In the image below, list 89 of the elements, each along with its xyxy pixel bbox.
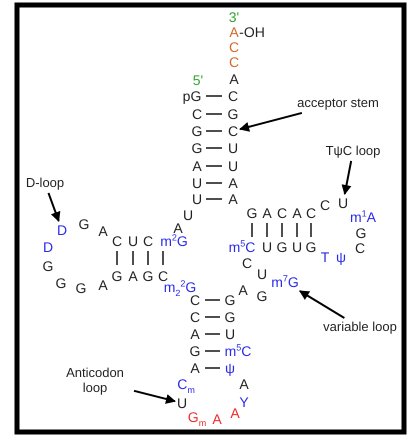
nucleotide-label: m$^{5}$C	[228, 240, 256, 254]
nucleotide-label: A	[229, 72, 239, 86]
nucleotide-label: U	[338, 196, 348, 210]
nucleotide-label: C	[276, 206, 288, 220]
nucleotide-label: G	[76, 281, 86, 295]
nucleotide-label: A	[262, 206, 272, 220]
nucleotide-label: G	[192, 141, 202, 155]
nucleotide-label: U	[256, 267, 268, 281]
nucleotide-label: C	[228, 40, 240, 54]
nucleotide-label: A	[238, 283, 248, 297]
nucleotide-label: A	[190, 327, 200, 341]
annotation-label: TψC loop	[318, 144, 388, 159]
nucleotide-label: C	[112, 234, 122, 248]
nucleotide-label: A	[190, 361, 200, 375]
nucleotide-label: C	[228, 55, 240, 69]
annotation-label: Anticodon loop	[58, 366, 132, 396]
nucleotide-label: G	[78, 217, 90, 231]
nucleotide-label: U	[192, 176, 202, 190]
nucleotide-label: m$^{7}$G	[271, 275, 299, 289]
nucleotide-label: D	[56, 223, 68, 237]
arrow	[48, 192, 60, 222]
nucleotide-label: C	[192, 107, 202, 121]
nucleotide-label: G	[256, 289, 268, 303]
end-label: 3'	[228, 10, 240, 24]
nucleotide-label: U	[128, 234, 138, 248]
nucleotide-label: m$^{1}$A	[350, 210, 376, 224]
nucleotide-label: m$^{2}$G	[160, 234, 188, 248]
nucleotide-label: C$_{m}$	[177, 377, 195, 391]
nucleotide-label: C	[242, 256, 252, 270]
nucleotide-label: G$_{m}$	[188, 410, 206, 424]
nucleotide-label: C	[228, 124, 238, 138]
nucleotide-label: A	[239, 377, 249, 391]
nucleotide-label: A	[229, 25, 239, 39]
nucleotide-label: C	[158, 269, 168, 283]
nucleotide-label: G	[224, 310, 236, 324]
nucleotide-label: C	[190, 310, 200, 324]
nucleotide-label: A	[228, 192, 238, 206]
arrow	[299, 290, 345, 319]
nucleotide-label: G	[246, 206, 258, 220]
nucleotide-label: C	[142, 234, 154, 248]
nucleotide-label: G	[56, 276, 66, 290]
nucleotide-label: Y	[239, 395, 249, 409]
nucleotide-label: G	[224, 293, 236, 307]
end-label: 5'	[192, 73, 204, 87]
nucleotide-label: A	[292, 206, 302, 220]
nucleotide-label: U	[228, 141, 238, 155]
nucleotide-label: C	[190, 293, 200, 307]
nucleotide-label: G	[142, 269, 154, 283]
nucleotide-label: A	[98, 278, 108, 292]
nucleotide-label: U	[228, 159, 238, 173]
nucleotide-label: G	[306, 240, 316, 254]
nucleotide-label: A	[192, 159, 202, 173]
nucleotide-label: U	[192, 192, 202, 206]
arrow	[342, 160, 352, 195]
nucleotide-label: C	[320, 198, 330, 212]
nucleotide-label: G	[356, 226, 366, 240]
nucleotide-label: D	[42, 240, 54, 254]
annotation-label: acceptor stem	[288, 96, 388, 111]
nucleotide-label: m$_{2}$$^{2}$G	[164, 280, 196, 294]
nucleotide-label: G	[276, 240, 288, 254]
nucleotide-label: A	[228, 176, 238, 190]
nucleotide-label: U	[182, 208, 194, 222]
nucleotide-label: G	[192, 124, 202, 138]
annotation-label: variable loop	[318, 320, 402, 335]
arrow	[134, 390, 176, 404]
nucleotide-label: C	[228, 89, 238, 103]
nucleotide-label: U	[292, 240, 302, 254]
nucleotide-label: pG	[182, 89, 202, 103]
nucleotide-label: A	[128, 269, 138, 283]
nucleotide-label: C	[354, 241, 366, 255]
annotation-label: D-loop	[20, 176, 70, 191]
nucleotide-label: ψ	[336, 250, 346, 264]
nucleotide-label: C	[306, 206, 316, 220]
nucleotide-label: U	[224, 327, 236, 341]
nucleotide-label: m$^{5}$C	[224, 344, 252, 358]
nucleotide-label: G	[190, 344, 200, 358]
nucleotide-label: A	[98, 224, 108, 238]
nucleotide-label: U	[262, 240, 272, 254]
nucleotide-label: A	[173, 221, 183, 235]
nucleotide-label: G	[228, 107, 238, 121]
nucleotide-label: ψ	[225, 361, 235, 375]
nucleotide-label: U	[176, 396, 188, 410]
nucleotide-label: G	[42, 259, 54, 273]
nucleotide-label: -OH	[239, 25, 265, 39]
nucleotide-label: A	[230, 406, 240, 420]
nucleotide-label: G	[112, 269, 122, 283]
nucleotide-label: A	[212, 412, 222, 426]
nucleotide-label: T	[320, 250, 330, 264]
arrow	[239, 112, 302, 132]
